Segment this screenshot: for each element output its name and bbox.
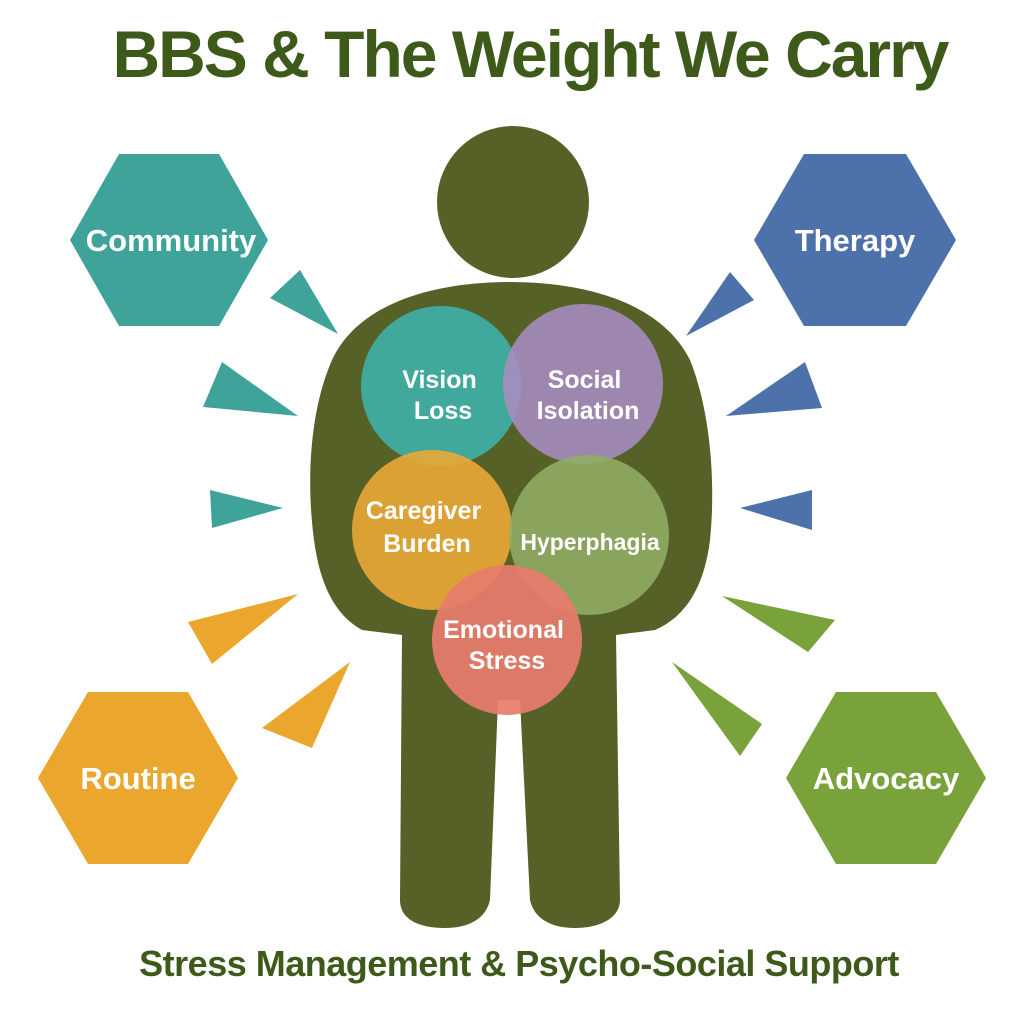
ray-triangle bbox=[672, 662, 762, 756]
support-label-advocacy: Advocacy bbox=[813, 761, 960, 796]
burden-vision-loss: Vision Loss bbox=[361, 306, 521, 466]
ray-triangle bbox=[203, 362, 298, 416]
hexagon-therapy bbox=[754, 154, 956, 326]
support-label-therapy: Therapy bbox=[795, 223, 916, 258]
burden-label-line: Stress bbox=[469, 647, 545, 675]
ray-triangle bbox=[210, 490, 283, 528]
burden-label-line: Vision bbox=[402, 366, 477, 394]
burden-emotional-stress: Emotional Stress bbox=[432, 565, 582, 715]
support-advocacy: Advocacy bbox=[786, 692, 986, 864]
burden-label-line: Social bbox=[548, 366, 622, 394]
support-community: Community bbox=[70, 154, 268, 326]
burden-label-line: Caregiver bbox=[366, 497, 482, 525]
ray-triangle bbox=[188, 594, 298, 664]
hexagon-advocacy bbox=[786, 692, 986, 864]
ray-triangle bbox=[262, 662, 350, 748]
svg-text:Caregiver Burden: Caregiver Burden bbox=[366, 497, 488, 558]
svg-text:Hyperphagia: Hyperphagia bbox=[520, 529, 660, 555]
svg-text:Social Isolation: Social Isolation bbox=[537, 366, 640, 425]
page-title: BBS & The Weight We Carry bbox=[112, 17, 949, 91]
burden-label-line: Hyperphagia bbox=[520, 529, 660, 555]
burden-hyperphagia: Hyperphagia bbox=[509, 455, 669, 615]
support-rays bbox=[188, 270, 835, 756]
svg-text:Vision Loss: Vision Loss bbox=[402, 366, 484, 425]
page-subtitle: Stress Management & Psycho-Social Suppor… bbox=[139, 943, 899, 984]
burden-social-isolation: Social Isolation bbox=[503, 304, 663, 464]
burden-circle-caregiver-burden bbox=[352, 450, 512, 610]
support-label-community: Community bbox=[86, 223, 257, 258]
burden-label-line: Emotional bbox=[443, 616, 564, 644]
burden-circle-hyperphagia bbox=[509, 455, 669, 615]
burden-circle-emotional-stress bbox=[432, 565, 582, 715]
burden-label-line: Loss bbox=[414, 397, 472, 425]
burden-caregiver-burden: Caregiver Burden bbox=[352, 450, 512, 610]
burden-circles: Vision Loss Social Isolation Caregiver B… bbox=[352, 304, 669, 715]
ray-triangle bbox=[686, 272, 754, 336]
burden-label-line: Burden bbox=[383, 530, 471, 558]
svg-text:Emotional Stress: Emotional Stress bbox=[443, 616, 571, 675]
burden-circle-social-isolation bbox=[503, 304, 663, 464]
hexagon-community bbox=[70, 154, 268, 326]
burden-label-line: Isolation bbox=[537, 397, 640, 425]
burden-circle-vision-loss bbox=[361, 306, 521, 466]
support-hexagons: Community Therapy Routine Advocacy bbox=[38, 154, 986, 864]
ray-triangle bbox=[740, 490, 812, 530]
support-therapy: Therapy bbox=[754, 154, 956, 326]
support-label-routine: Routine bbox=[80, 761, 195, 796]
person-head bbox=[437, 126, 589, 278]
ray-triangle bbox=[270, 270, 338, 334]
hexagon-routine bbox=[38, 692, 238, 864]
ray-triangle bbox=[726, 362, 822, 416]
ray-triangle bbox=[722, 596, 835, 652]
support-routine: Routine bbox=[38, 692, 238, 864]
